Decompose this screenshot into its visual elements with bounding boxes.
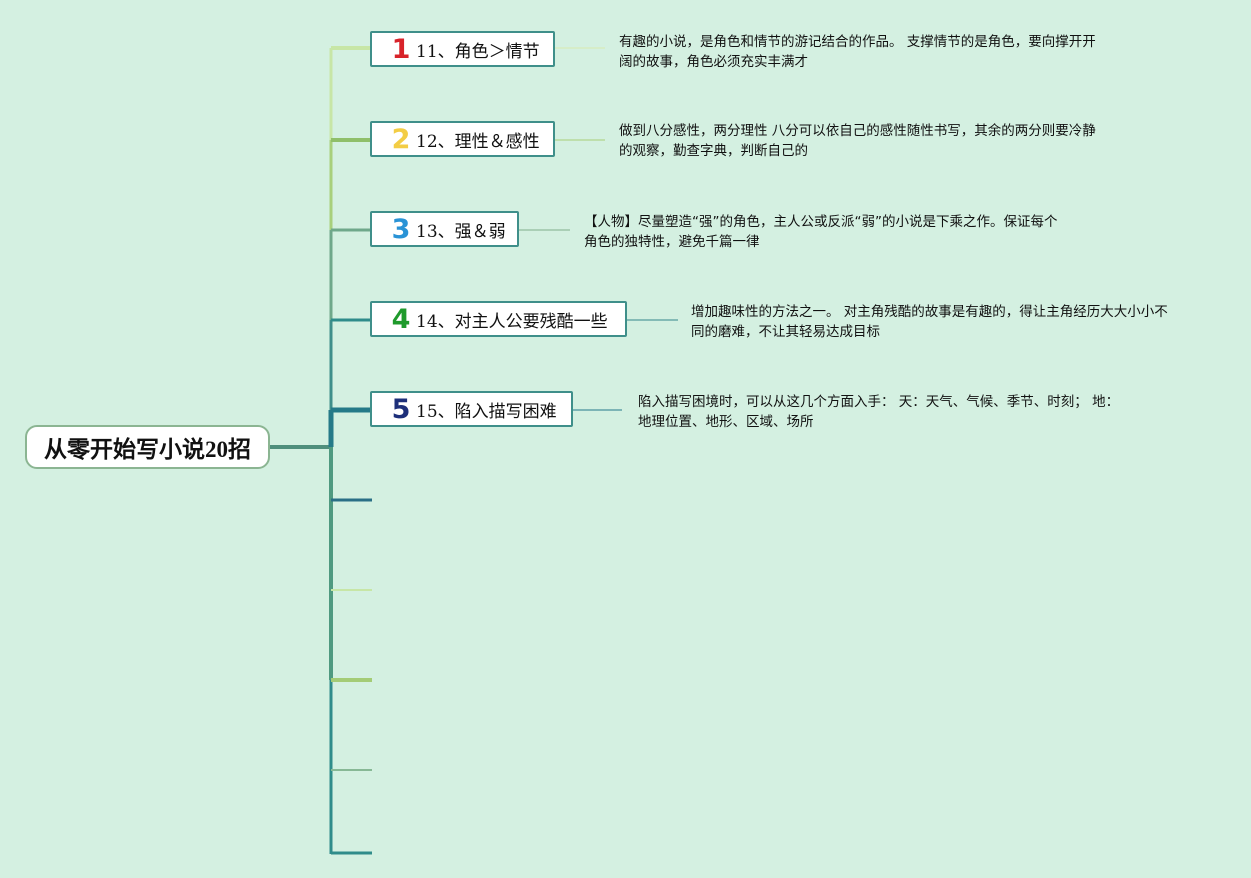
root-node[interactable]: 从零开始写小说20招 (25, 425, 270, 469)
topic-label: 14、对主人公要残酷一些 (416, 311, 608, 332)
topic-label: 12、理性＆感性 (416, 131, 540, 152)
number-3-icon: 3 (391, 213, 411, 245)
note-line: 角色的独特性，避免千篇一律 (584, 234, 760, 250)
note-line: 地理位置、地形、区域、场所 (638, 414, 814, 430)
note-1: 有趣的小说，是角色和情节的游记结合的作品。 支撑情节的是角色，要向撑开开 阔的故… (619, 32, 1096, 72)
number-4-icon: 4 (391, 303, 411, 335)
topic-label: 15、陷入描写困难 (416, 401, 557, 422)
note-5: 陷入描写困境时，可以从这几个方面入手： 天：天气、气候、季节、时刻； 地： 地理… (638, 392, 1119, 432)
note-line: 阔的故事，角色必须充实丰满才 (619, 54, 808, 70)
note-line: 做到八分感性，两分理性 八分可以依自己的感性随性书写，其余的两分则要冷静 (619, 123, 1096, 139)
note-line: 有趣的小说，是角色和情节的游记结合的作品。 支撑情节的是角色，要向撑开开 (619, 34, 1096, 50)
topic-label: 13、强＆弱 (416, 221, 506, 242)
topic-label: 11、角色＞情节 (416, 41, 540, 62)
note-line: 增加趣味性的方法之一。 对主角残酷的故事是有趣的，得让主角经历大大小小不 (691, 304, 1168, 320)
note-line: 陷入描写困境时，可以从这几个方面入手： 天：天气、气候、季节、时刻； 地： (638, 394, 1120, 410)
topic-4[interactable]: 4 14、对主人公要残酷一些 (370, 301, 627, 337)
note-line: 同的磨难，不让其轻易达成目标 (691, 324, 880, 340)
note-2: 做到八分感性，两分理性 八分可以依自己的感性随性书写，其余的两分则要冷静 的观察… (619, 121, 1096, 161)
topic-2[interactable]: 2 12、理性＆感性 (370, 121, 555, 157)
note-line: 的观察，勤查字典，判断自己的 (619, 143, 808, 159)
topic-3[interactable]: 3 13、强＆弱 (370, 211, 519, 247)
number-2-icon: 2 (391, 123, 411, 155)
topic-1[interactable]: 1 11、角色＞情节 (370, 31, 555, 67)
note-3: 【人物】尽量塑造“强”的角色，主人公或反派“弱”的小说是下乘之作。保证每个 角色… (584, 212, 1057, 252)
note-4: 增加趣味性的方法之一。 对主角残酷的故事是有趣的，得让主角经历大大小小不 同的磨… (691, 302, 1168, 342)
number-5-icon: 5 (391, 393, 411, 425)
topic-5[interactable]: 5 15、陷入描写困难 (370, 391, 573, 427)
note-line: 【人物】尽量塑造“强”的角色，主人公或反派“弱”的小说是下乘之作。保证每个 (584, 214, 1058, 230)
number-1-icon: 1 (391, 33, 411, 65)
